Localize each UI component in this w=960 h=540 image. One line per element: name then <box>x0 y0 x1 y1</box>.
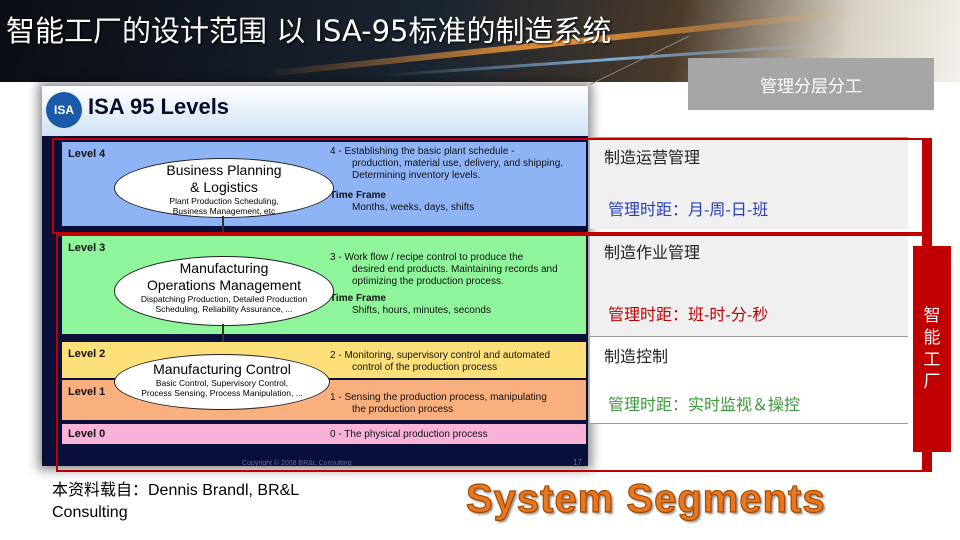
level-description: 2 - Monitoring, supervisory control and … <box>330 350 551 373</box>
level-label: Level 4 <box>68 148 106 160</box>
smart-factory-label-box: 智能工厂 <box>913 246 951 452</box>
management-time-horizon: 管理时距：实时监视＆操控 <box>608 395 801 414</box>
level-connector <box>222 324 224 348</box>
level-description: 1 - Sensing the production process, mani… <box>330 392 547 415</box>
business-planning-ellipse: Business Planning & Logistics Plant Prod… <box>114 158 334 218</box>
level-description: 0 - The physical production process <box>330 429 488 440</box>
management-time-horizon: 管理时距：班-时-分-秒 <box>608 305 769 324</box>
isa-logo: ISA <box>46 92 82 128</box>
figure-page-number: 17 <box>573 458 582 467</box>
slide-title: 智能工厂的设计范围 以 ISA-95标准的制造系统 <box>6 14 612 48</box>
work-management-cell: 制造作业管理 管理时距：班-时-分-秒 <box>590 232 908 336</box>
manufacturing-control-ellipse: Manufacturing Control Basic Control, Sup… <box>114 354 330 410</box>
level-label: Level 3 <box>68 242 106 254</box>
control-cell: 制造控制 管理时距：实时监视＆操控 <box>590 336 908 424</box>
figure-heading: ISA 95 Levels <box>88 94 230 119</box>
management-time-horizon: 管理时距：月-周-日-班 <box>608 200 769 219</box>
operations-management-cell: 制造运营管理 管理时距：月-周-日-班 <box>590 137 908 229</box>
cell-heading: 制造运营管理 <box>604 148 701 167</box>
level-description: 3 - Work flow / recipe control to produc… <box>330 252 558 316</box>
isa95-levels-figure: ISA ISA 95 Levels Level 4 4 - Establishi… <box>42 86 588 467</box>
source-citation: 本资料载自：Dennis Brandl, BR&L Consulting <box>52 482 300 521</box>
cell-heading: 制造作业管理 <box>604 243 701 262</box>
cell-heading: 制造控制 <box>604 347 669 366</box>
figure-copyright: Copyright © 2008 BR&L Consulting <box>242 460 352 467</box>
figure-header: ISA ISA 95 Levels <box>42 86 588 136</box>
management-layer-box: 管理分层分工 <box>688 58 934 110</box>
level-label: Level 2 <box>68 348 106 360</box>
level-connector <box>222 216 224 238</box>
operations-management-ellipse: Manufacturing Operations Management Disp… <box>114 256 334 326</box>
level-0-band: Level 0 0 - The physical production proc… <box>62 424 586 444</box>
level-description: 4 - Establishing the basic plant schedul… <box>330 146 564 213</box>
level-label: Level 1 <box>68 386 106 398</box>
system-segments-caption: System Segments <box>465 476 826 521</box>
smart-factory-label: 智能工厂 <box>923 306 941 392</box>
level-label: Level 0 <box>68 428 106 440</box>
